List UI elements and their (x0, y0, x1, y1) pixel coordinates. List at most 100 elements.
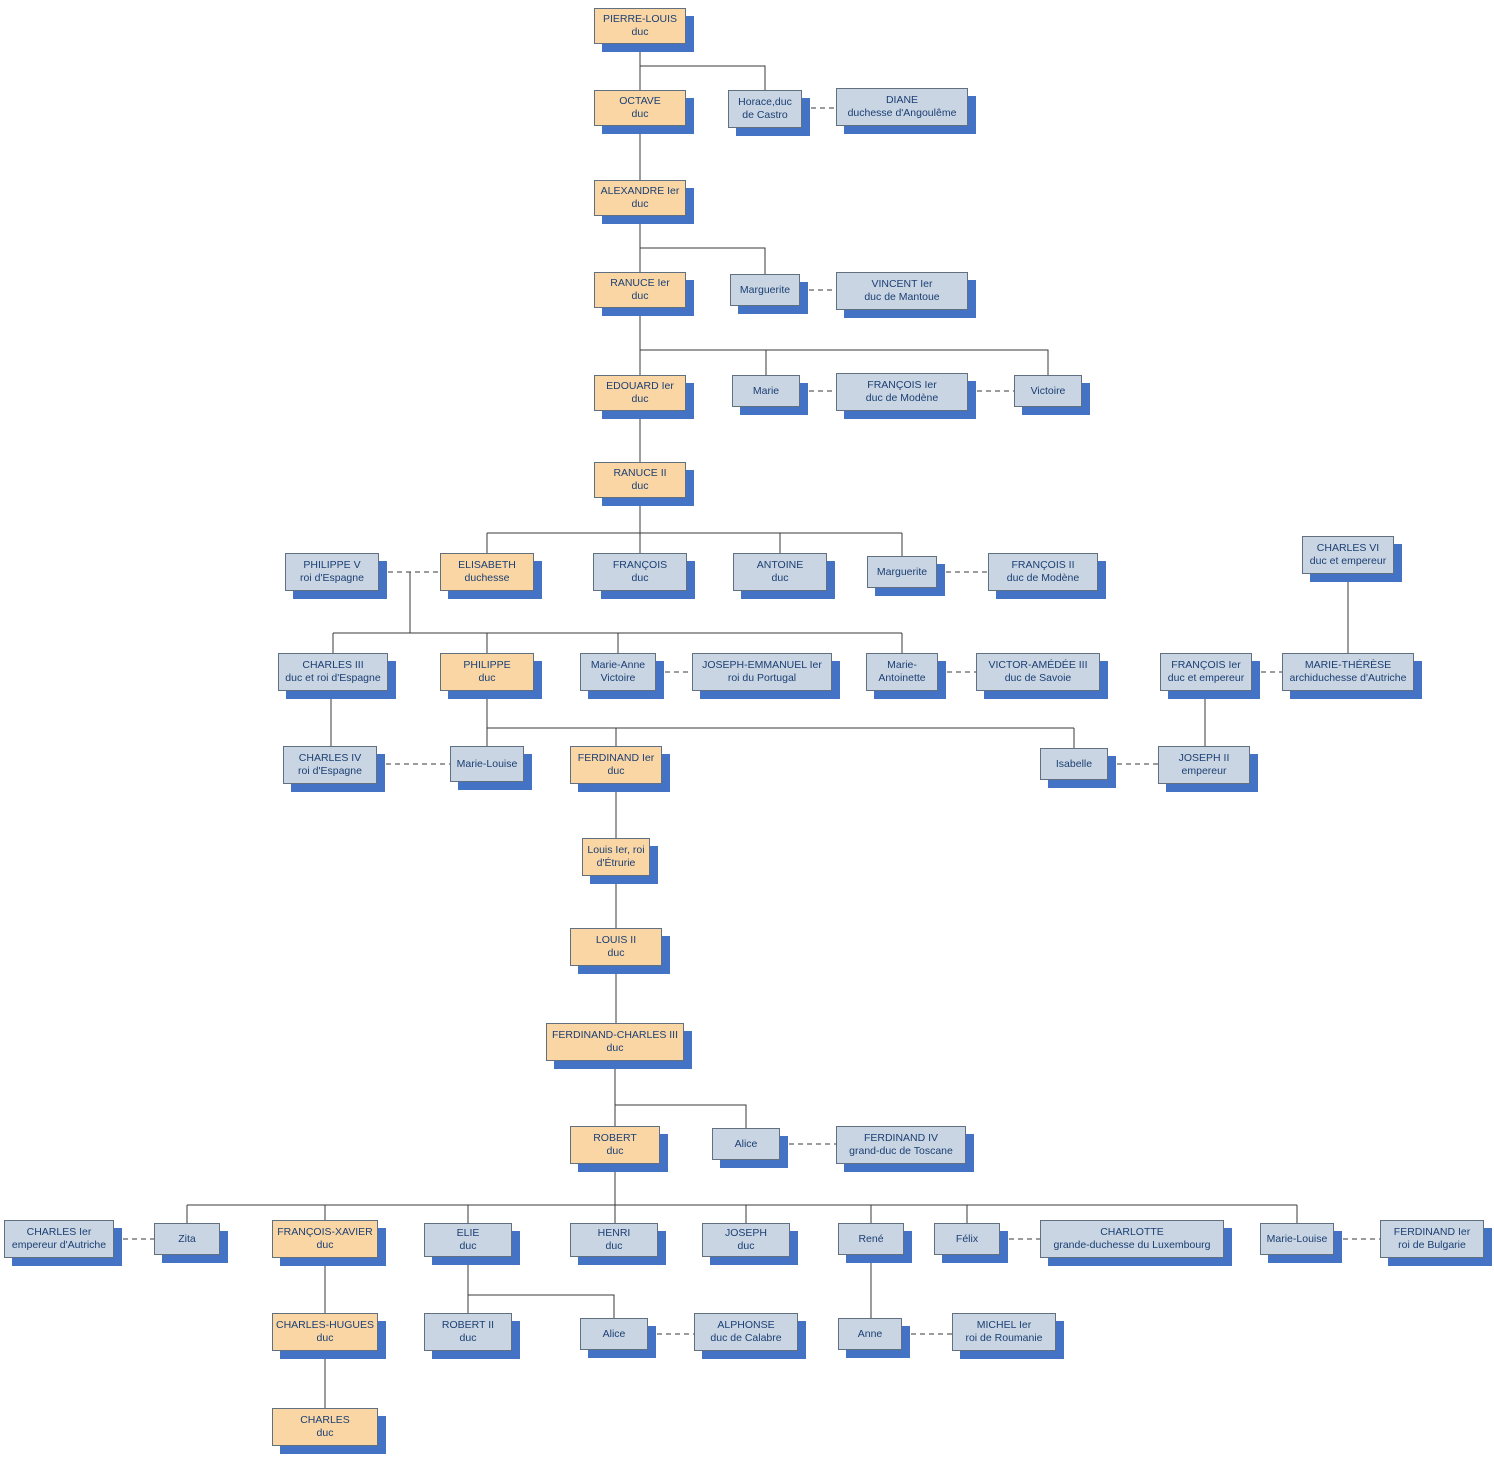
node-label: duc (737, 1240, 755, 1252)
node-label: Marguerite (876, 565, 928, 578)
node-label: FRANÇOIS Ier (1171, 659, 1241, 671)
node-label: MICHEL Ier (976, 1319, 1032, 1331)
descent-connector (468, 1294, 615, 1318)
node-label: duc (459, 1240, 477, 1252)
node-label: ELIE (456, 1227, 480, 1239)
node-label: Horace,duc (738, 96, 792, 108)
descent-connector (615, 1104, 747, 1128)
node-label: empereur (1181, 765, 1227, 777)
node-label: duc de Mantoue (864, 291, 940, 303)
node-marie-louise-bulgarie: Marie-Louise (1260, 1223, 1334, 1255)
node-label: FRANÇOIS II (1011, 559, 1075, 571)
node-alice-calabre: Alice (580, 1318, 648, 1350)
node-label: duc (478, 672, 496, 684)
node-label: duc (631, 290, 649, 302)
node-marguerite-mantoue: Marguerite (730, 274, 800, 306)
node-label: duc (631, 393, 649, 405)
node-marie-louise-espagne: Marie-Louise (450, 746, 524, 782)
node-label: duc (631, 480, 649, 492)
node-label: duchesse d'Angoulême (847, 107, 957, 119)
descent-connector (640, 65, 766, 90)
node-label: roi de Bulgarie (1398, 1239, 1466, 1251)
node-label: JOSEPH (724, 1227, 767, 1239)
node-label: FERDINAND-CHARLES III (551, 1029, 678, 1041)
node-label: ALPHONSE (717, 1319, 775, 1331)
node-label: duc (316, 1332, 334, 1344)
node-label: roi d'Espagne (298, 765, 362, 777)
node-label: duc (316, 1239, 334, 1251)
node-label: roi d'Espagne (300, 572, 364, 584)
node-label: CHARLES Ier (26, 1226, 92, 1238)
node-label: grande-duchesse du Luxembourg (1053, 1239, 1211, 1251)
node-label: archiduchesse d'Autriche (1289, 672, 1407, 684)
node-label: Zita (178, 1232, 196, 1245)
node-label: FERDINAND IV (863, 1132, 939, 1144)
node-label: ANTOINE (756, 559, 804, 571)
node-label: duc (631, 26, 649, 38)
node-label: Alice (602, 1327, 626, 1340)
node-label: CHARLES VI (1316, 542, 1380, 554)
node-marie: Marie (732, 375, 800, 407)
node-label: FRANÇOIS (612, 559, 668, 571)
node-alice-toscane: Alice (712, 1128, 780, 1160)
node-label: ALEXANDRE Ier (600, 185, 680, 197)
node-label: Victoire (1030, 384, 1066, 397)
node-label: duc (631, 108, 649, 120)
node-label: CHARLES-HUGUES (275, 1319, 375, 1331)
node-label: MARIE-THÉRÈSE (1304, 659, 1392, 671)
descent-connector (640, 247, 766, 274)
node-label: roi du Portugal (727, 672, 797, 684)
node-label: HENRI (597, 1227, 631, 1239)
node-label: duc (607, 765, 625, 777)
node-label: FERDINAND Ier (577, 752, 655, 764)
node-label: ELISABETH (458, 559, 516, 571)
node-label: duc (459, 1332, 477, 1344)
node-label: CHARLES III (302, 659, 364, 671)
node-label: PHILIPPE (463, 659, 511, 671)
node-label: duc (316, 1427, 334, 1439)
node-label: ROBERT (593, 1132, 637, 1144)
node-label: CHARLES IV (298, 752, 362, 764)
node-label: Anne (857, 1327, 883, 1340)
node-label: OCTAVE (619, 95, 661, 107)
node-label: CHARLOTTE (1100, 1226, 1164, 1238)
node-label: RANUCE II (613, 467, 667, 479)
node-label: de Castro (742, 109, 788, 121)
node-marguerite-modene: Marguerite (867, 556, 937, 588)
node-label: Louis Ier, roi (587, 844, 645, 856)
node-isabelle: Isabelle (1040, 748, 1108, 780)
node-label: duc (607, 947, 625, 959)
node-label: Marie-Anne (590, 659, 646, 671)
node-label: Marie-Louise (1266, 1232, 1328, 1245)
node-label: duc et empereur (1309, 555, 1387, 567)
node-label: FERDINAND Ier (1393, 1226, 1471, 1238)
